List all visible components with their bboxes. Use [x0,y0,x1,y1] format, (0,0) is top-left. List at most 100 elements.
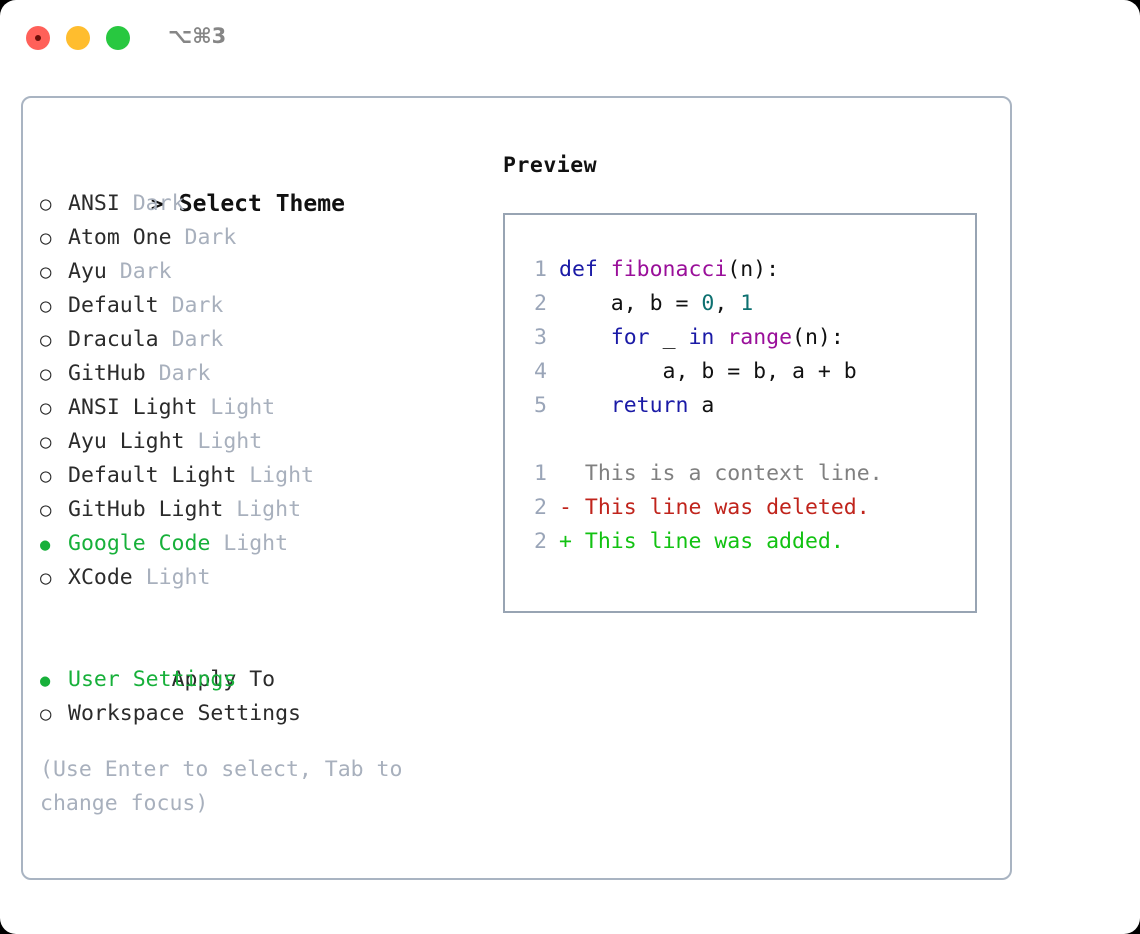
radio-unselected-icon[interactable]: ○ [40,499,52,521]
radio-unselected-icon[interactable]: ○ [40,227,52,249]
code-line: 5 return a [521,389,975,423]
theme-name-gap [210,531,223,556]
theme-name-gap [133,565,146,590]
theme-name-gap [146,361,159,386]
code-token: range [727,325,793,350]
radio-unselected-icon[interactable]: ○ [40,329,52,351]
code-token: a [688,393,715,418]
theme-list-item[interactable]: ○Ayu Dark [40,255,480,289]
theme-variant-badge: Dark [132,191,185,216]
theme-variant-badge: Light [223,531,289,556]
theme-name: XCode [68,565,133,590]
theme-list-item[interactable]: ● Google Code Light [40,527,480,561]
apply-to-name: User Settings [68,667,237,692]
theme-list-item[interactable]: ○GitHub Dark [40,357,480,391]
code-token: (n): [792,325,844,350]
theme-variant-badge: Dark [184,225,237,250]
theme-variant-badge: Dark [171,327,224,352]
theme-list-item[interactable]: ○GitHub Light Light [40,493,480,527]
code-token: 0 [701,291,715,316]
theme-list: ○ANSI Dark○Atom One Dark○Ayu Dark○Defaul… [40,187,480,595]
code-line-number: 3 [534,325,547,350]
theme-name-gap [159,327,172,352]
theme-variant-badge: Light [145,565,211,590]
theme-name: Atom One [68,225,172,250]
code-token: a, b = [559,291,702,316]
diff-text: This is a context line. [571,461,883,486]
theme-name-gap [107,259,120,284]
title-bar: ⌥⌘3 [0,0,1140,78]
diff-line: 2+ This line was added. [521,525,975,559]
prompt-caret-icon: > [150,192,164,216]
apply-to-name: Workspace Settings [68,701,301,726]
theme-name-gap [236,463,249,488]
apply-to-item[interactable]: ○ Workspace Settings [40,697,480,731]
code-line-number: 1 [534,257,547,282]
radio-unselected-icon[interactable]: ○ [40,465,52,487]
preview-title: Preview [503,153,598,178]
theme-list-item[interactable]: ○ANSI Dark [40,187,480,221]
theme-name: GitHub [68,361,146,386]
maximize-window-button[interactable] [106,26,130,50]
theme-name-gap [223,497,236,522]
theme-list-item[interactable]: ○ ANSI Light Light [40,391,480,425]
code-token: _ [649,325,689,350]
theme-list-item[interactable]: ○ XCode Light [40,561,480,595]
code-line: 2 a, b = 0, 1 [521,287,975,321]
diff-line-number: 1 [534,461,547,486]
diff-sign: + [559,529,572,554]
theme-list-item[interactable]: ○Default Dark [40,289,480,323]
diff-line-number: 2 [534,495,547,520]
apply-to-item[interactable]: ● User Settings [40,663,480,697]
theme-name: Default Light [68,463,237,488]
diff-line: 2- This line was deleted. [521,491,975,525]
apply-to-label: Apply To [171,667,276,692]
theme-name: Google Code [68,531,211,556]
theme-list-item[interactable]: ○ Dracula Dark [40,323,480,357]
theme-name: Ayu [68,259,107,284]
code-line-number: 2 [534,291,547,316]
code-line-number: 4 [534,359,547,384]
theme-variant-badge: Light [249,463,314,488]
preview-gap [521,423,975,457]
theme-variant-badge: Light [210,395,276,420]
list-spacer [40,595,480,629]
theme-list-item[interactable]: ○ Default Light Light [40,459,480,493]
radio-unselected-icon[interactable]: ○ [40,363,52,385]
code-line: 4 a, b = b, a + b [521,355,975,389]
select-theme-header: >Select Theme [40,153,480,217]
radio-unselected-icon[interactable]: ○ [40,431,52,453]
code-token [559,325,611,350]
code-token: fibonacci [610,257,728,282]
radio-unselected-icon[interactable]: ○ [40,397,52,419]
radio-unselected-icon[interactable]: ○ [40,567,52,589]
radio-unselected-icon[interactable]: ○ [40,193,52,215]
keyboard-hint-text: (Use Enter to select, Tab to change focu… [40,757,403,816]
keyboard-shortcut-label: ⌥⌘3 [168,24,227,48]
close-window-button[interactable] [26,26,50,50]
radio-unselected-icon[interactable]: ○ [40,261,52,283]
apply-to-header: ○Apply To [40,629,480,692]
theme-name-gap [197,395,210,420]
code-token: , [714,291,741,316]
diff-text: This line was added. [571,529,844,554]
radio-unselected-icon[interactable]: ○ [40,703,52,725]
theme-name: ANSI Light [68,395,198,420]
radio-selected-icon[interactable]: ● [40,671,51,691]
radio-unselected-icon[interactable]: ○ [40,295,52,317]
radio-selected-icon[interactable]: ● [40,535,51,555]
theme-list-item[interactable]: ○ Atom One Dark [40,221,480,255]
theme-name: GitHub Light [68,497,224,522]
diff-line: 1 This is a context line. [521,457,975,491]
minimize-window-button[interactable] [66,26,90,50]
code-line: 3 for _ in range(n): [521,321,975,355]
theme-name: Dracula [68,327,159,352]
theme-list-item[interactable]: ○Ayu Light Light [40,425,480,459]
code-token: (n): [727,257,780,282]
diff-text: This line was deleted. [571,495,870,520]
